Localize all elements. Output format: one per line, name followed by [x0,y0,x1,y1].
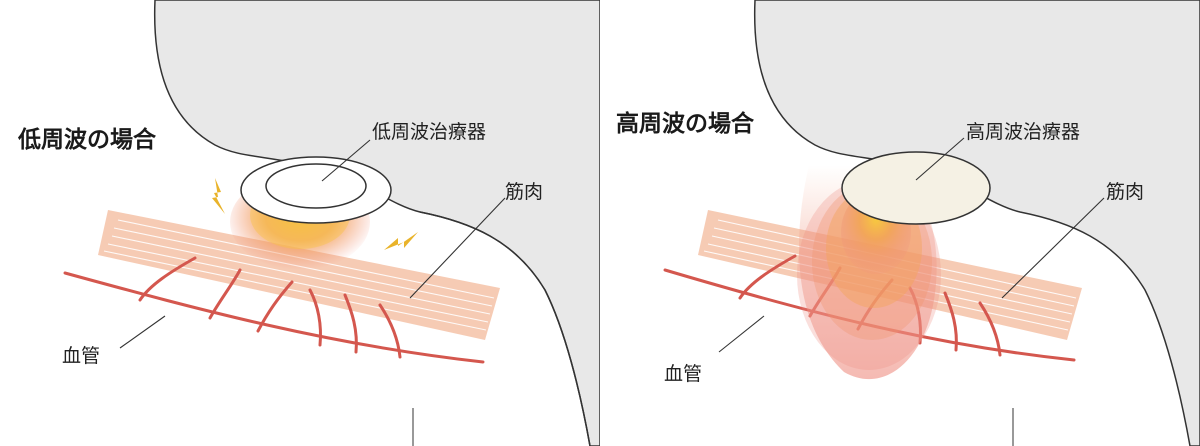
low-frequency-panel: 低周波の場合 低周波治療器 筋肉 血管 [17,0,600,446]
high-frequency-panel: 高周波の場合 高周波治療器 筋肉 血管 [604,0,1200,446]
panel-title: 低周波の場合 [17,126,157,153]
vessel-label: 血管 [62,345,100,367]
high-frequency-device [841,151,991,225]
device-label: 高周波治療器 [966,121,1080,143]
shoulder-outline [419,211,591,446]
head-silhouette [753,0,1200,446]
vessel-label: 血管 [664,363,702,385]
spark-icon [384,232,418,250]
panel-divider [600,0,604,446]
spark-icon [212,178,225,214]
panel-title: 高周波の場合 [616,110,755,137]
muscle-label: 筋肉 [505,181,543,203]
blood-vessel [63,256,485,364]
low-frequency-diagram: 低周波の場合 低周波治療器 筋肉 血管 [17,0,600,446]
muscle-label: 筋肉 [1106,181,1144,203]
head-silhouette [153,0,600,446]
high-frequency-diagram: 高周波の場合 高周波治療器 筋肉 血管 [616,0,1200,446]
leader-lines [718,137,1105,353]
leader-lines [119,139,506,349]
low-frequency-device [240,156,392,224]
device-label: 低周波治療器 [372,121,486,143]
